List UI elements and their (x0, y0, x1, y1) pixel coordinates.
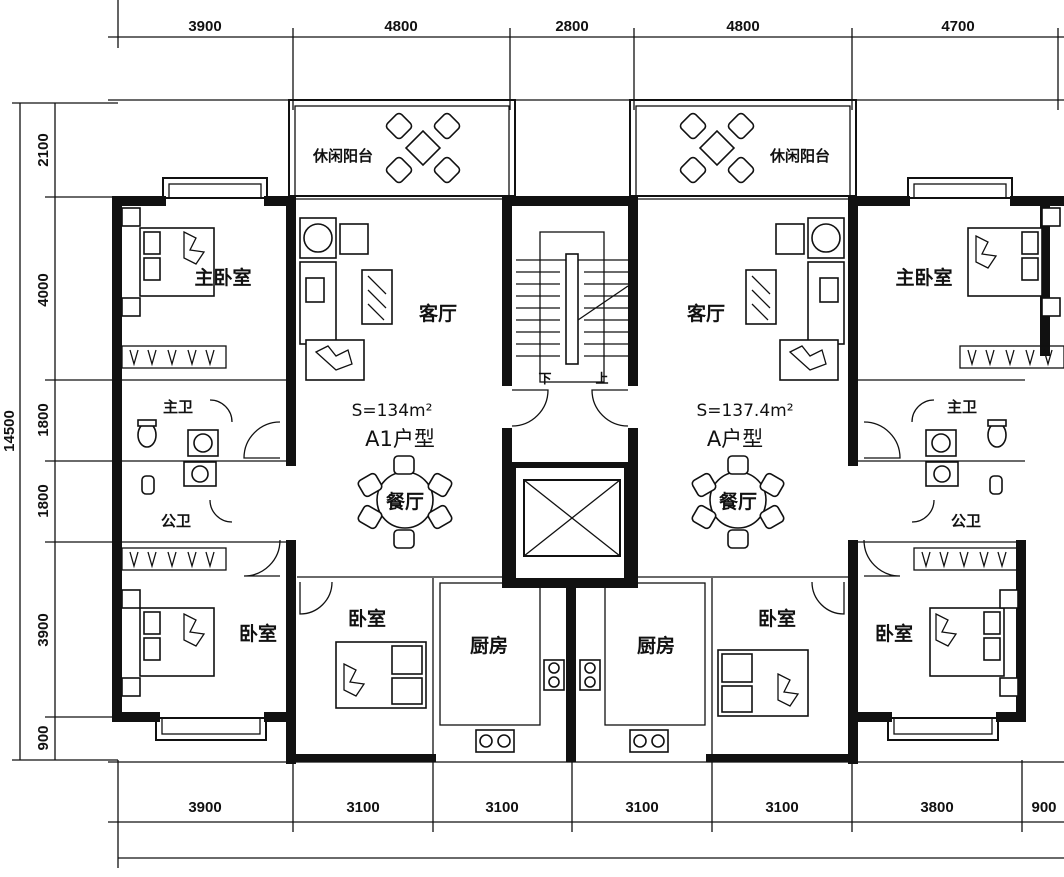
bottom-dim-3: 3100 (485, 799, 518, 816)
master-bath-left-label: 主卫 (163, 398, 193, 416)
balcony-table-right (679, 112, 755, 184)
bath-fixtures (137, 419, 1007, 495)
balconies (155, 99, 1013, 741)
dining-right-label: 餐厅 (719, 490, 757, 513)
walls (112, 196, 1064, 764)
stair: 下 上 (516, 231, 629, 387)
top-dim-2: 4800 (384, 18, 417, 35)
stair-down-label: 下 (538, 372, 551, 387)
left-dim-1: 2100 (35, 133, 52, 166)
doors (209, 389, 935, 615)
dining-table-right (691, 455, 785, 549)
bedroom-left-inner-label: 卧室 (348, 607, 386, 630)
left-dim-5: 3900 (35, 613, 52, 646)
living-right-label: 客厅 (687, 302, 725, 325)
balcony-left-label: 休闲阳台 (312, 147, 373, 165)
dining-table-left (357, 455, 453, 549)
master-bedroom-left-label: 主卧室 (194, 266, 251, 289)
top-dim-3: 2800 (555, 18, 588, 35)
room-labels: 休闲阳台 休闲阳台 主卧室 主卧室 客厅 客厅 主卫 主卫 公卫 公卫 餐厅 餐… (161, 147, 981, 657)
dining-left-label: 餐厅 (386, 490, 424, 513)
kitchen-right-label: 厨房 (637, 634, 675, 657)
elevator (523, 479, 621, 557)
unit-right-area: S=137.4m² (696, 401, 793, 421)
bedroom-right-outer-label: 卧室 (875, 622, 913, 645)
left-dim-2: 4000 (35, 273, 52, 306)
living-furniture-right (745, 217, 845, 381)
beds (121, 207, 1061, 717)
top-dim-5: 4700 (941, 18, 974, 35)
left-dimension-chain: 2100 4000 1800 1800 3900 900 14500 (1, 102, 118, 761)
left-dim-4: 1800 (35, 484, 52, 517)
master-bath-right-label: 主卫 (947, 398, 977, 416)
public-bath-right-label: 公卫 (951, 512, 981, 530)
living-left-label: 客厅 (419, 302, 457, 325)
top-dim-1: 3900 (188, 18, 221, 35)
bottom-dim-7: 900 (1031, 799, 1056, 816)
bottom-dim-5: 3100 (765, 799, 798, 816)
unit-left-area: S=134m² (352, 401, 433, 421)
left-dim-total: 14500 (1, 410, 18, 452)
balcony-table-left (385, 112, 461, 184)
stair-up-label: 上 (595, 372, 608, 387)
public-bath-left-label: 公卫 (161, 512, 191, 530)
interior-lines (118, 198, 1025, 760)
bottom-dimension-chain: 3900 3100 3100 3100 3100 3800 900 (108, 760, 1064, 868)
top-dimension-chain: 3900 4800 2800 4800 4700 (108, 0, 1064, 110)
bottom-dim-6: 3800 (920, 799, 953, 816)
bottom-dim-2: 3100 (346, 799, 379, 816)
unit-left-name: A1户型 (365, 427, 435, 451)
living-furniture-left (299, 217, 393, 381)
master-bedroom-right-label: 主卧室 (895, 266, 952, 289)
left-dim-3: 1800 (35, 403, 52, 436)
kitchen-left-label: 厨房 (470, 634, 508, 657)
bedroom-right-inner-label: 卧室 (758, 607, 796, 630)
kitchen-fixtures (475, 659, 669, 753)
wardrobes (121, 345, 1064, 571)
bottom-dim-1: 3900 (188, 799, 221, 816)
left-dim-6: 900 (35, 725, 52, 750)
top-dim-4: 4800 (726, 18, 759, 35)
balcony-right-label: 休闲阳台 (769, 147, 830, 165)
bottom-dim-4: 3100 (625, 799, 658, 816)
unit-right-name: A户型 (707, 427, 763, 451)
bedroom-left-outer-label: 卧室 (239, 622, 277, 645)
